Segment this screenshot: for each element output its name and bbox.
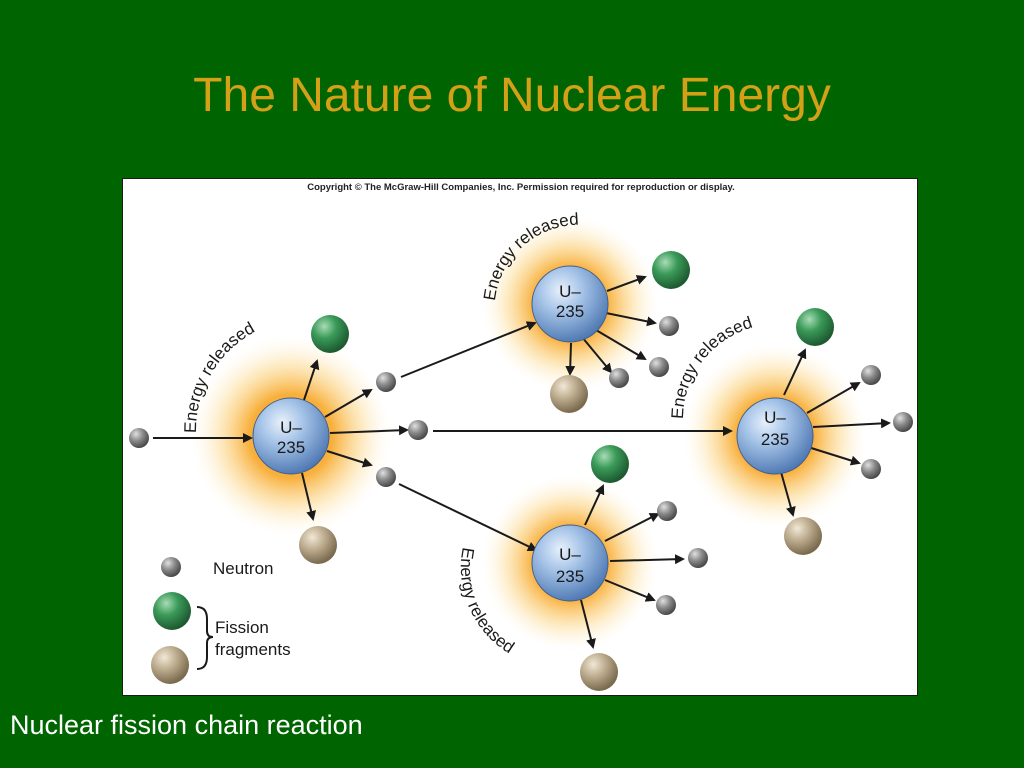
neutron xyxy=(376,372,396,392)
uranium-nucleus: U– 235 xyxy=(252,397,330,475)
emission-arrow xyxy=(326,450,373,468)
neutron xyxy=(129,428,149,448)
copyright-notice: Copyright © The McGraw-Hill Companies, I… xyxy=(307,182,735,193)
legend-brace xyxy=(196,606,214,670)
nucleus-label: U– xyxy=(559,545,581,564)
neutron xyxy=(861,365,881,385)
uranium-nucleus: U– 235 xyxy=(531,524,609,602)
nucleus-label: U– xyxy=(764,408,786,427)
emission-arrow xyxy=(605,312,657,327)
legend-neutron-label: Neutron xyxy=(213,559,273,578)
nucleus-label: U– xyxy=(280,418,302,437)
fission-fragment-tan xyxy=(784,517,822,555)
fission-fragment-tan xyxy=(580,653,618,691)
emission-arrow xyxy=(329,425,409,436)
neutron xyxy=(649,357,669,377)
nucleus-label: 235 xyxy=(556,567,584,586)
emission-arrow xyxy=(324,388,373,418)
emission-arrow xyxy=(806,382,861,414)
legend-tan-fragment-symbol xyxy=(151,646,189,684)
emission-arrow xyxy=(783,348,807,396)
emission-arrow xyxy=(604,579,656,602)
slide-caption: Nuclear fission chain reaction xyxy=(10,710,363,740)
emission-arrow xyxy=(581,336,613,374)
nucleus-label: 235 xyxy=(277,438,305,457)
emission-arrow xyxy=(303,359,320,401)
emission-arrow xyxy=(780,471,796,517)
fission-fragment-tan xyxy=(550,375,588,413)
nucleus-label: 235 xyxy=(761,430,789,449)
neutron-path-arrow xyxy=(398,483,538,552)
emission-arrow xyxy=(301,472,317,521)
neutron xyxy=(656,595,676,615)
emission-arrow xyxy=(604,513,660,542)
emission-arrow xyxy=(812,418,891,429)
legend-green-fragment-symbol xyxy=(153,592,191,630)
uranium-nucleus: U– 235 xyxy=(736,397,814,475)
neutron xyxy=(408,420,428,440)
neutron xyxy=(861,459,881,479)
fission-fragment-green xyxy=(652,251,690,289)
fission-fragment-green xyxy=(311,315,349,353)
legend-neutron-symbol xyxy=(161,557,181,577)
nucleus-label: U– xyxy=(559,282,581,301)
legend-fragments-label: fragments xyxy=(215,640,291,659)
neutron xyxy=(893,412,913,432)
slide-title: The Nature of Nuclear Energy xyxy=(193,69,831,122)
fission-fragment-tan xyxy=(299,526,337,564)
fission-fragment-green xyxy=(591,445,629,483)
neutron xyxy=(376,467,396,487)
neutron xyxy=(657,501,677,521)
fission-fragment-green xyxy=(796,308,834,346)
emission-arrow xyxy=(584,484,605,526)
emission-arrow xyxy=(595,329,647,361)
nucleus-label: 235 xyxy=(556,302,584,321)
neutron-path-arrow xyxy=(400,321,537,378)
uranium-nucleus: U– 235 xyxy=(531,265,609,343)
emission-arrow xyxy=(580,599,596,649)
neutron xyxy=(609,368,629,388)
emission-arrow xyxy=(807,446,861,466)
legend: Neutron Fission fragments xyxy=(151,557,291,684)
emission-arrow xyxy=(609,554,685,565)
emission-arrow xyxy=(606,275,647,292)
fission-diagram: Copyright © The McGraw-Hill Companies, I… xyxy=(122,178,918,696)
neutron xyxy=(688,548,708,568)
legend-fission-label: Fission xyxy=(215,618,269,637)
neutron xyxy=(659,316,679,336)
emission-arrow xyxy=(565,342,576,376)
